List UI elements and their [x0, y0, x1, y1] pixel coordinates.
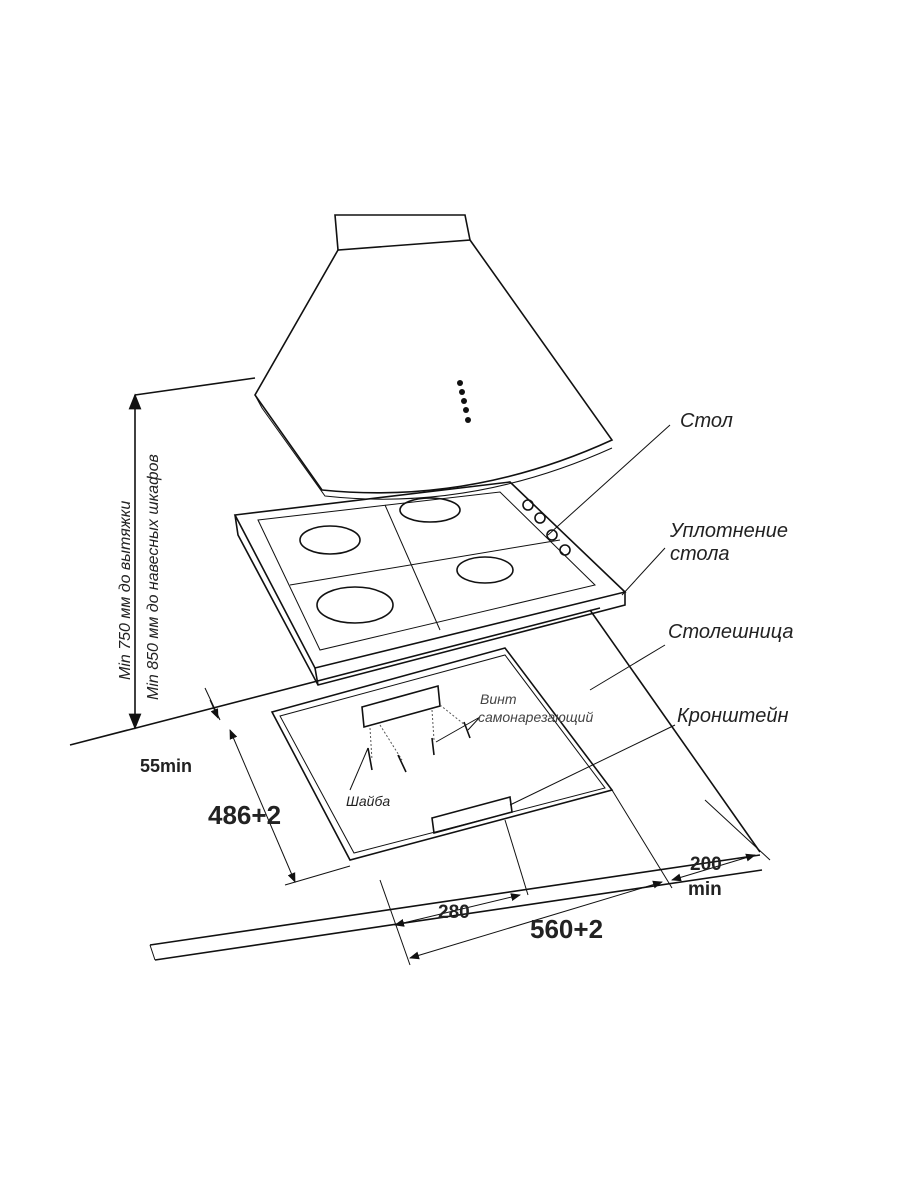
dim-half-width: 280: [438, 902, 470, 923]
label-table: Стол: [680, 410, 733, 432]
label-seal-2: стола: [670, 543, 730, 565]
dim-depth: 486+2: [208, 800, 281, 830]
dim-width: 560+2: [530, 914, 603, 944]
gas-hob: [233, 481, 627, 686]
leader-lines: [349, 424, 676, 806]
bracket-assembly: [361, 684, 513, 835]
label-washer: Шайба: [346, 793, 390, 809]
wall-line: [134, 377, 256, 396]
label-bracket: Кронштейн: [677, 705, 789, 727]
dim-back-gap: 55min: [140, 756, 192, 776]
countertop: [69, 607, 763, 961]
dim-side-gap-2: min: [688, 879, 722, 900]
dimension-lines: [204, 687, 771, 966]
cabinet-height-note: Min 850 мм до навесных шкафов: [145, 454, 162, 700]
cooker-hood: [254, 214, 614, 500]
label-countertop: Столешница: [668, 621, 793, 643]
dim-side-gap-1: 200: [690, 854, 722, 875]
label-seal-1: Уплотнение: [669, 520, 788, 542]
label-screw-1: Винт: [480, 691, 517, 707]
hood-height-note: Min 750 мм до вытяжки: [117, 501, 134, 680]
label-screw-2: самонарезающий: [478, 709, 593, 725]
